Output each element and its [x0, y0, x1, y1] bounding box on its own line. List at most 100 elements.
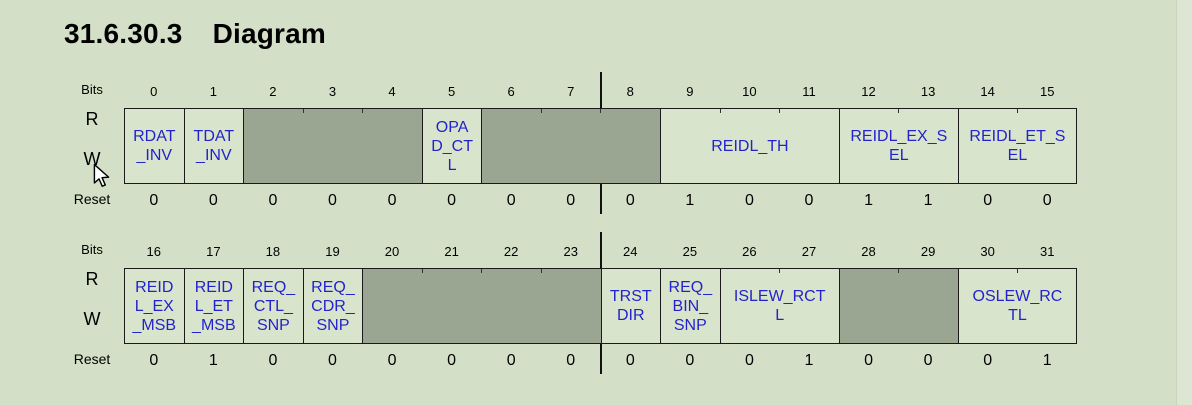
bit-boundary-tick	[1016, 109, 1018, 113]
field-name-label: TRST DIR	[609, 288, 652, 324]
field-cell: REQ_ BIN_ SNP	[660, 268, 720, 344]
bit-number: 1	[209, 83, 217, 99]
field-cell: ISLEW_RCT L	[719, 268, 839, 344]
reset-value: 0	[149, 192, 159, 209]
reset-value: 0	[268, 192, 278, 209]
reserved-field-cell	[481, 108, 661, 184]
field-name-label: OSLEW_RC TL	[972, 288, 1063, 324]
bit-number: 26	[742, 243, 757, 259]
bit-number: 9	[686, 83, 694, 99]
bit-boundary-tick	[898, 109, 900, 113]
field-cell: TRST DIR	[600, 268, 661, 344]
row-label-column: Bits R W Reset	[60, 78, 124, 218]
field-cell: REIDL_EX_S EL	[838, 108, 958, 184]
field-cell: REQ_ CDR_ SNP	[302, 268, 363, 344]
reset-row-label: Reset	[73, 191, 111, 207]
field-name-label: REID L_ET _MSB	[192, 278, 236, 334]
reset-value: 1	[923, 192, 933, 209]
bit-number: 2	[269, 83, 277, 99]
field-cell: REIDL_ET_S EL	[957, 108, 1077, 184]
page-edge-strip	[1176, 0, 1192, 405]
field-name-label: REQ_ BIN_ SNP	[668, 278, 713, 334]
reset-value: 0	[685, 352, 695, 369]
bit-number: 0	[150, 83, 158, 99]
reset-value: 0	[804, 192, 814, 209]
bit-number: 4	[388, 83, 396, 99]
bit-boundary-tick	[600, 109, 602, 113]
write-row-label: W	[83, 309, 101, 329]
field-name-label: REID L_EX _MSB	[132, 278, 177, 334]
reset-value: 0	[387, 352, 397, 369]
bit-boundary-tick	[481, 269, 483, 273]
bit-number: 21	[444, 243, 459, 259]
bit-number: 10	[742, 83, 757, 99]
reset-value: 0	[864, 352, 873, 369]
bit-number: 11	[802, 83, 816, 99]
reset-value: 0	[149, 352, 159, 369]
reset-value: 0	[506, 192, 516, 209]
read-row-label: R	[85, 269, 99, 289]
field-name-label: RDAT _INV	[133, 128, 176, 164]
bit-number: 16	[146, 243, 162, 259]
bit-number: 19	[325, 243, 340, 259]
bit-number: 13	[920, 83, 936, 99]
bit-number: 8	[626, 83, 634, 99]
reset-value: 1	[208, 352, 218, 369]
reset-value: 0	[447, 352, 457, 369]
byte-divider-line	[600, 344, 602, 374]
bit-number: 6	[507, 83, 515, 99]
reset-value: 0	[1042, 192, 1052, 209]
bit-number: 25	[682, 243, 698, 259]
reset-value: 0	[506, 352, 516, 369]
bit-number: 30	[980, 243, 995, 259]
bit-boundary-tick	[541, 109, 543, 113]
reset-row-label: Reset	[73, 351, 111, 367]
bit-boundary-tick	[302, 109, 304, 113]
field-cell: REIDL_TH	[660, 108, 839, 184]
reset-value: 0	[387, 192, 397, 209]
reset-value: 1	[864, 192, 873, 209]
bit-boundary-tick	[898, 269, 900, 273]
bit-boundary-tick	[422, 269, 424, 273]
bit-boundary-tick	[540, 269, 542, 273]
reset-value: 0	[268, 352, 278, 369]
reset-value: 0	[566, 192, 576, 209]
reset-value: 1	[685, 192, 695, 209]
field-cell: OPA D_CT L	[421, 108, 482, 184]
bit-number: 5	[447, 83, 456, 99]
field-cell: TDAT _INV	[183, 108, 244, 184]
reserved-field-cell	[362, 268, 601, 344]
bit-number: 22	[503, 243, 519, 259]
bit-fields-row: RDAT _INV TDAT _INV OPA D_CT L REIDL_TH REID…	[124, 108, 1077, 184]
mouse-pointer-icon	[93, 164, 110, 187]
reset-value: 0	[983, 352, 993, 369]
bit-number: 14	[980, 83, 995, 99]
reset-value: 0	[625, 352, 635, 369]
reset-value: 0	[625, 192, 635, 209]
bit-number: 28	[861, 243, 876, 259]
field-name-label: REIDL_TH	[711, 137, 789, 155]
byte-divider-line	[600, 232, 602, 268]
reset-value: 0	[566, 352, 576, 369]
bit-number: 18	[265, 243, 281, 259]
section-number: 31.6.30.3	[64, 18, 183, 49]
bit-number: 12	[861, 83, 876, 99]
bit-number: 7	[567, 83, 575, 99]
write-row-label: W	[83, 149, 101, 169]
bit-boundary-tick	[779, 109, 781, 113]
field-cell: REID L_ET _MSB	[183, 268, 244, 344]
byte-divider-line	[600, 72, 602, 108]
field-cell: REQ_ CTL_ SNP	[243, 268, 303, 344]
bit-boundary-tick	[779, 269, 781, 273]
field-cell: OSLEW_RC TL	[957, 268, 1077, 344]
reset-value: 0	[983, 192, 993, 209]
field-name-label: TDAT _INV	[193, 128, 235, 164]
reset-value: 1	[1042, 352, 1052, 369]
